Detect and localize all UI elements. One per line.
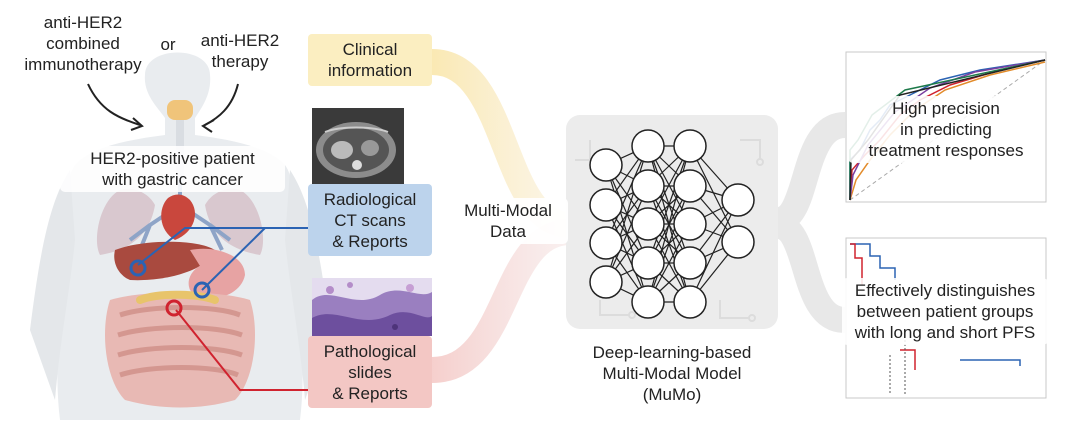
nn-connection (605, 145, 649, 283)
nn-node (631, 169, 665, 203)
precision-line-1: High precision (892, 99, 1000, 118)
nn-node (589, 148, 623, 182)
pathological-box: Pathological slides & Reports (308, 336, 432, 408)
pathological-line-3: & Reports (332, 383, 408, 403)
model-line-1: Deep-learning-based (592, 343, 752, 362)
precision-line-2: in predicting (900, 120, 992, 139)
combined-therapy-label: anti-HER2 combined immunotherapy (8, 12, 158, 75)
multimodal-line-2: Data (490, 222, 526, 241)
nn-node (673, 246, 707, 280)
nn-node (631, 285, 665, 319)
arrow-anti-her2-therapy (204, 83, 239, 126)
blue-marker-liver (129, 259, 147, 277)
circuit-pattern (575, 139, 764, 322)
ct-scan-image (312, 108, 404, 186)
nn-node (673, 285, 707, 319)
connector-blue-spleen (201, 227, 266, 291)
nn-node (721, 183, 755, 217)
distinguish-line-3: with long and short PFS (854, 323, 1036, 342)
nn-node (631, 207, 665, 241)
nn-connection (689, 199, 739, 303)
neural-network (589, 129, 755, 319)
nn-connection (647, 185, 691, 303)
combined-therapy-line-1: anti-HER2 (43, 13, 123, 32)
pathological-line-2: slides (348, 362, 392, 382)
precision-line-3: treatment responses (868, 141, 1024, 160)
pathological-line-1: Pathological (323, 341, 417, 361)
red-marker-stomach (165, 299, 183, 317)
nn-node (673, 129, 707, 163)
nn-connection (605, 185, 649, 283)
nn-node (673, 207, 707, 241)
model-label: Deep-learning-based Multi-Modal Model (M… (572, 342, 772, 405)
nn-node (631, 246, 665, 280)
therapy-line-2: therapy (211, 52, 269, 71)
nn-node (589, 226, 623, 260)
multimodal-data-label: Multi-Modal Data (448, 198, 568, 244)
human-body-illustration (30, 52, 330, 420)
arrow-combined-therapy (87, 83, 141, 126)
patient-line-2: with gastric cancer (102, 170, 243, 189)
anti-her2-therapy-label: anti-HER2 therapy (190, 30, 290, 72)
nn-node (631, 129, 665, 163)
radiological-line-3: & Reports (332, 231, 408, 251)
nn-connection (689, 145, 739, 243)
combined-therapy-line-2: combined (46, 34, 120, 53)
flow-ribbon-output-top (775, 112, 847, 233)
nn-connection (605, 145, 649, 244)
combined-therapy-line-3: immunotherapy (24, 55, 142, 74)
clinical-line-1: Clinical (342, 40, 398, 59)
model-line-2: Multi-Modal Model (602, 364, 742, 383)
clinical-line-2: information (327, 61, 413, 80)
patient-label: HER2-positive patient with gastric cance… (60, 146, 285, 192)
nn-node (589, 265, 623, 299)
patient-line-1: HER2-positive patient (90, 149, 255, 168)
distinguish-line-1: Effectively distinguishes (854, 281, 1036, 300)
blue-marker-spleen (193, 281, 211, 299)
nn-connection (647, 145, 691, 264)
flow-ribbon-output-bottom (775, 213, 847, 333)
therapy-line-1: anti-HER2 (200, 31, 280, 50)
flow-ribbon-pathological (419, 219, 583, 383)
pathology-slide-image (312, 278, 432, 336)
pfs-output-label: Effectively distinguishes between patien… (842, 278, 1048, 345)
connector-red-stomach (175, 309, 308, 391)
distinguish-line-2: between patient groups (856, 302, 1034, 321)
model-line-3: (MuMo) (642, 385, 702, 404)
radiological-line-2: CT scans (334, 210, 406, 230)
nn-node (721, 225, 755, 259)
radiological-box: Radiological CT scans & Reports (308, 184, 432, 256)
connector-blue-liver (137, 227, 308, 266)
multimodal-line-1: Multi-Modal (464, 201, 552, 220)
nn-node (673, 169, 707, 203)
clinical-information-box: Clinical information (308, 34, 432, 86)
radiological-line-1: Radiological (323, 189, 417, 209)
precision-output-label: High precision in predicting treatment r… (848, 96, 1044, 163)
nn-node (589, 188, 623, 222)
model-panel (566, 115, 778, 329)
or-label: or (160, 35, 176, 54)
